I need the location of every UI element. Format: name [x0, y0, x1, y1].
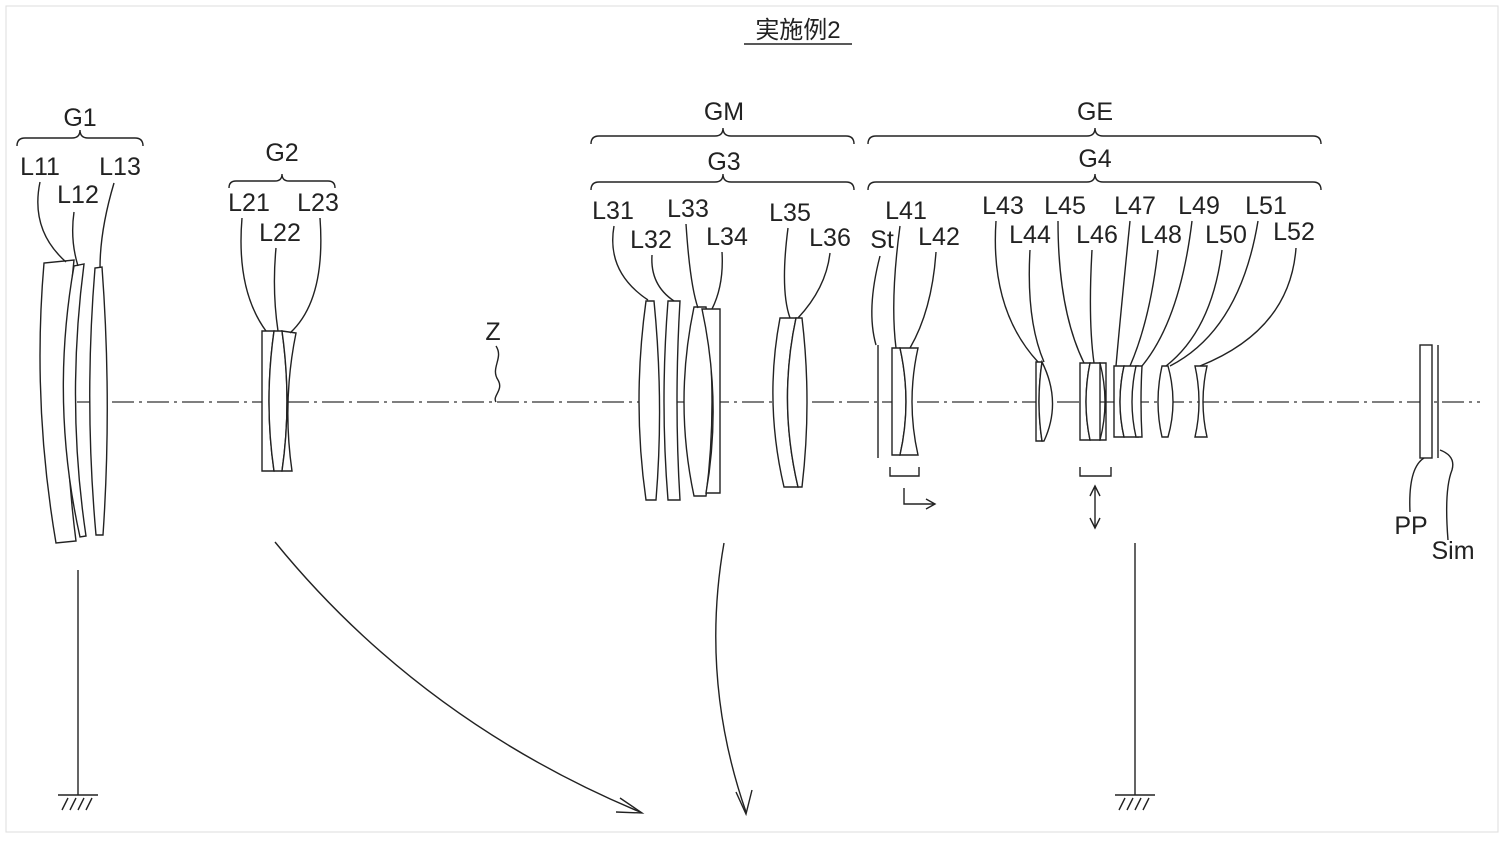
leader-l50 [1165, 249, 1223, 367]
l41-l42-shift-path [903, 488, 934, 505]
lens-l31 [638, 300, 661, 501]
focus-arrow-heads [1089, 484, 1101, 530]
lens-l12 [62, 263, 87, 538]
lens-label-l44: L44 [1009, 221, 1051, 249]
group-label-ge: GE [1077, 98, 1113, 126]
lens-label-l47: L47 [1114, 192, 1156, 220]
axis-label: Z [485, 318, 500, 346]
lens-label-l48: L48 [1140, 221, 1182, 249]
leader-l31 [612, 225, 649, 301]
leader-l41 [893, 225, 901, 349]
lens-label-l50: L50 [1205, 221, 1247, 249]
leader-l52 [1199, 247, 1297, 367]
lens-label-l36: L36 [809, 224, 851, 252]
brace-gm [590, 127, 855, 145]
lens-label-l32: L32 [630, 226, 672, 254]
leader-l13 [99, 182, 115, 269]
g3-movement-arrowhead [735, 789, 753, 817]
lens-l34 [701, 308, 721, 494]
lens-l48-b [1131, 365, 1143, 438]
leader-l45 [1057, 220, 1085, 364]
lens-label-l52: L52 [1273, 218, 1315, 246]
leader-image-plane [1439, 449, 1454, 541]
leader-l35 [783, 227, 791, 319]
lens-label-l43: L43 [982, 192, 1024, 220]
lens-label-l33: L33 [667, 195, 709, 223]
lens-label-l49: L49 [1178, 192, 1220, 220]
leader-l46 [1089, 249, 1095, 364]
leader-l51 [1169, 220, 1259, 367]
lens-label-l45: L45 [1044, 192, 1086, 220]
l41-l42-shift-arrowhead [925, 498, 937, 510]
brace-g3 [590, 173, 855, 191]
lens-l32 [663, 300, 681, 501]
lens-l44 [1038, 359, 1054, 442]
frame [5, 5, 1499, 833]
leader-l42 [909, 251, 937, 349]
leader-l48 [1129, 249, 1159, 367]
group-label-g3: G3 [707, 148, 740, 176]
leader-plate [1409, 457, 1425, 513]
g3-movement-path [715, 542, 747, 813]
lens-label-l31: L31 [592, 197, 634, 225]
axis-label-leader [494, 345, 501, 403]
image-plane-label: Sim [1431, 537, 1474, 565]
leader-l33 [685, 223, 699, 309]
lens-label-l23: L23 [297, 189, 339, 217]
lens-label-l21: L21 [228, 189, 270, 217]
lens-l13 [89, 266, 108, 536]
group-label-g4: G4 [1078, 145, 1111, 173]
leader-l32 [651, 254, 675, 302]
brace-g1 [16, 129, 144, 147]
parallel-plate [1419, 344, 1433, 459]
lens-l42 [899, 347, 919, 456]
lens-label-l34: L34 [706, 223, 748, 251]
lens-label-l11: L11 [20, 153, 60, 181]
lens-label-l12: L12 [57, 181, 99, 209]
brace-g4 [867, 173, 1322, 191]
focus-group-bracket [1079, 467, 1112, 477]
g1-ground-hatch [61, 797, 93, 811]
g4-ground-hatch [1118, 797, 1150, 811]
group-label-gm: GM [704, 98, 744, 126]
leader-l22 [273, 247, 279, 332]
leader-l21 [240, 217, 267, 332]
lens-label-l41: L41 [885, 197, 927, 225]
lens-label-l46: L46 [1076, 221, 1118, 249]
lens-l23 [281, 330, 297, 472]
brace-ge [867, 127, 1322, 145]
group-label-g1: G1 [63, 104, 96, 132]
leader-stop [871, 255, 881, 346]
stop-label: St [870, 226, 894, 254]
lens-label-l51: L51 [1245, 192, 1287, 220]
leader-l11 [37, 181, 67, 263]
leader-l34 [711, 251, 723, 310]
lens-l49 [1157, 365, 1174, 438]
lens-label-l35: L35 [769, 199, 811, 227]
leader-l12 [71, 211, 79, 267]
lens-l51 [1194, 365, 1208, 438]
lens-label-l42: L42 [918, 223, 960, 251]
g2-movement-arrowhead [615, 797, 645, 814]
leader-l44 [1028, 249, 1045, 363]
l41-l42-bracket [889, 467, 920, 477]
lens-l36 [786, 317, 808, 488]
leader-l23 [289, 217, 322, 334]
leader-l43 [994, 220, 1039, 363]
plate-label: PP [1394, 512, 1427, 540]
figure-title: 実施例2 [755, 17, 840, 44]
lens-label-l22: L22 [259, 219, 301, 247]
group-label-g2: G2 [265, 139, 298, 167]
lens-label-l13: L13 [99, 153, 141, 181]
leader-l49 [1141, 220, 1193, 367]
lens-l46-b [1099, 362, 1107, 441]
brace-g2 [228, 173, 336, 189]
leader-l36 [797, 252, 831, 319]
leader-l47 [1115, 220, 1131, 367]
g2-movement-path [274, 541, 641, 813]
lens-l46 [1085, 362, 1101, 441]
